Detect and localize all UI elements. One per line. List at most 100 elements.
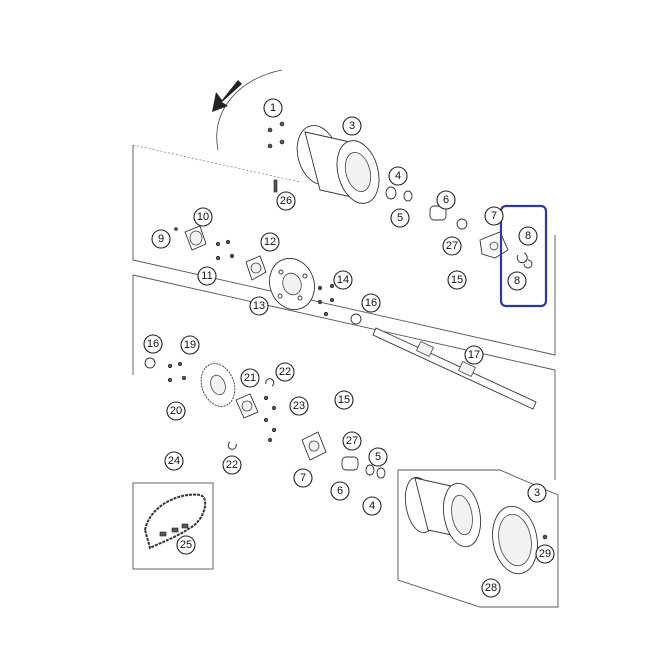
bearing-set-upper bbox=[385, 186, 468, 230]
svg-text:15: 15 bbox=[451, 274, 463, 286]
callout-22-upper: 22 bbox=[275, 362, 295, 382]
rear-axle bbox=[372, 327, 537, 410]
svg-text:13: 13 bbox=[253, 300, 265, 312]
callout-3-lower: 3 bbox=[527, 483, 547, 503]
bolt-set-19 bbox=[167, 361, 187, 383]
svg-text:28: 28 bbox=[485, 582, 497, 594]
svg-text:24: 24 bbox=[168, 455, 180, 467]
callout-15-lower: 15 bbox=[334, 390, 354, 410]
svg-text:11: 11 bbox=[201, 270, 212, 282]
svg-text:10: 10 bbox=[197, 211, 209, 223]
callout-15-upper: 15 bbox=[447, 270, 467, 290]
bolt-29 bbox=[542, 534, 548, 540]
callout-27-lower: 27 bbox=[342, 431, 362, 451]
bolt-set-14 bbox=[317, 283, 335, 317]
brake-caliper-upper bbox=[479, 231, 509, 259]
hub-flange bbox=[174, 225, 207, 251]
svg-text:9: 9 bbox=[158, 233, 164, 245]
callout-3-upper: 3 bbox=[342, 116, 362, 136]
circlip-parts bbox=[516, 252, 533, 269]
highlight-box bbox=[499, 204, 548, 308]
callout-16-lower: 16 bbox=[143, 334, 163, 354]
svg-text:16: 16 bbox=[147, 338, 159, 350]
lower-assembly-frame bbox=[132, 274, 556, 480]
svg-text:6: 6 bbox=[337, 485, 343, 497]
callout-20: 20 bbox=[166, 401, 186, 421]
rim-lower bbox=[404, 476, 482, 548]
svg-text:27: 27 bbox=[346, 435, 358, 447]
svg-text:6: 6 bbox=[443, 194, 449, 206]
svg-text:1: 1 bbox=[270, 102, 276, 114]
callout-29: 29 bbox=[535, 544, 555, 564]
bolt-set-23 bbox=[263, 395, 277, 443]
clip-22 bbox=[227, 378, 275, 450]
upper-assembly-frame bbox=[132, 144, 556, 356]
callout-9: 9 bbox=[151, 229, 171, 249]
rear-sprocket bbox=[200, 363, 236, 407]
svg-text:21: 21 bbox=[244, 372, 256, 384]
callout-12: 12 bbox=[260, 232, 280, 252]
callout-19: 19 bbox=[180, 335, 200, 355]
svg-text:3: 3 bbox=[534, 487, 540, 499]
svg-text:5: 5 bbox=[375, 451, 381, 463]
callout-6-lower: 6 bbox=[330, 481, 350, 501]
washer-16-upper bbox=[350, 313, 362, 325]
callout-7-upper: 7 bbox=[484, 206, 504, 226]
svg-text:25: 25 bbox=[180, 539, 192, 551]
callout-17: 17 bbox=[464, 345, 484, 365]
svg-text:4: 4 bbox=[395, 170, 401, 182]
callout-23: 23 bbox=[289, 396, 309, 416]
callout-22-lower: 22 bbox=[222, 455, 242, 475]
svg-text:12: 12 bbox=[264, 236, 276, 248]
svg-text:16: 16 bbox=[365, 297, 377, 309]
svg-text:23: 23 bbox=[293, 400, 305, 412]
wheel-sub-assembly-frame bbox=[397, 469, 559, 608]
callout-4-lower: 4 bbox=[362, 496, 382, 516]
rim-upper bbox=[296, 125, 380, 204]
svg-text:4: 4 bbox=[369, 500, 375, 512]
svg-text:8: 8 bbox=[514, 275, 520, 287]
brake-rotor-28 bbox=[492, 505, 538, 575]
sprocket-carrier bbox=[245, 255, 267, 281]
callout-4-upper: 4 bbox=[388, 166, 408, 186]
svg-text:29: 29 bbox=[539, 548, 551, 560]
svg-text:20: 20 bbox=[170, 405, 182, 417]
callout-1: 1 bbox=[263, 98, 283, 118]
washer-16-lower bbox=[144, 357, 156, 369]
svg-text:19: 19 bbox=[184, 339, 196, 351]
callout-5-upper: 5 bbox=[390, 208, 410, 228]
callout-14: 14 bbox=[333, 270, 353, 290]
callout-21: 21 bbox=[240, 368, 260, 388]
chain-sub-assembly-frame bbox=[132, 482, 214, 570]
svg-text:22: 22 bbox=[226, 459, 238, 471]
drive-chain bbox=[143, 493, 207, 550]
callout-8-top: 8 bbox=[518, 226, 538, 246]
spoke-nipples bbox=[267, 121, 285, 193]
svg-text:14: 14 bbox=[337, 274, 349, 286]
callout-27-upper: 27 bbox=[442, 236, 462, 256]
svg-text:5: 5 bbox=[397, 212, 403, 224]
bearing-set-lower bbox=[341, 456, 386, 479]
svg-text:8: 8 bbox=[525, 230, 531, 242]
callout-13: 13 bbox=[249, 296, 269, 316]
callout-16-upper: 16 bbox=[361, 293, 381, 313]
callout-26: 26 bbox=[276, 191, 296, 211]
callout-28: 28 bbox=[481, 578, 501, 598]
bolt-set-11 bbox=[215, 239, 235, 261]
svg-text:26: 26 bbox=[280, 195, 292, 207]
brake-disc bbox=[269, 257, 315, 311]
callout-10: 10 bbox=[193, 207, 213, 227]
svg-text:17: 17 bbox=[468, 349, 480, 361]
svg-text:7: 7 bbox=[491, 210, 497, 222]
callout-8-bottom: 8 bbox=[507, 271, 527, 291]
callout-25: 25 bbox=[176, 535, 196, 555]
sprocket-hub-21 bbox=[235, 393, 259, 419]
callout-24: 24 bbox=[164, 451, 184, 471]
callout-6-upper: 6 bbox=[436, 190, 456, 210]
svg-text:15: 15 bbox=[338, 394, 350, 406]
callout-5-lower: 5 bbox=[368, 447, 388, 467]
rotation-arrow-icon bbox=[212, 69, 283, 151]
callout-7-lower: 7 bbox=[293, 468, 313, 488]
svg-text:3: 3 bbox=[349, 120, 355, 132]
